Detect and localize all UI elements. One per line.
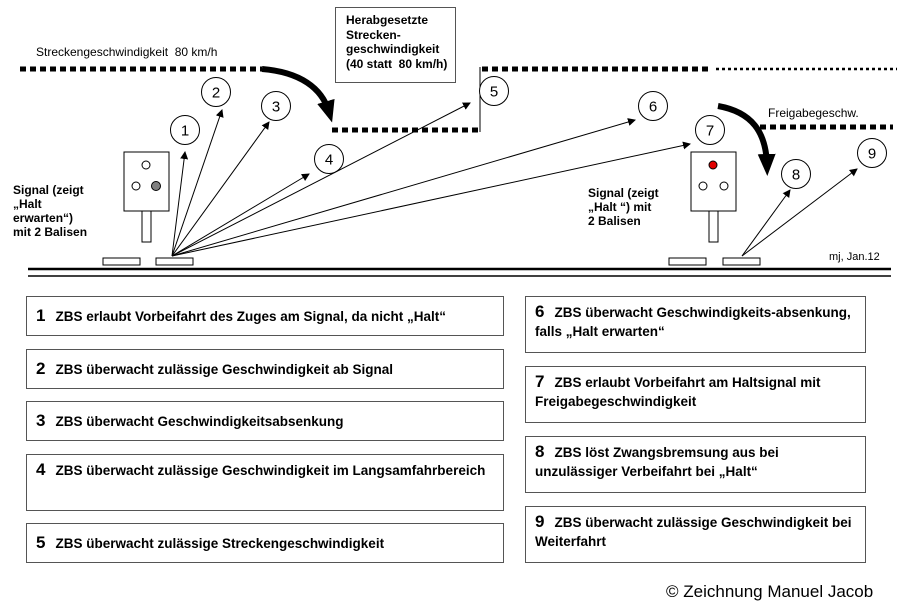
signature: mj, Jan.12 (829, 251, 880, 263)
legend-num: 5 (36, 533, 46, 552)
circle-2: 2 (201, 77, 231, 107)
arrow-1 (171, 151, 189, 257)
signal-halt-erwarten (123, 151, 170, 243)
curved-arrow-reduce (261, 66, 335, 123)
legend-text: ZBS überwacht zulässige Streckengeschwin… (55, 536, 385, 551)
signal-halt (690, 151, 737, 243)
balise-3 (668, 257, 707, 266)
legend-text: ZBS überwacht Geschwindigkeitsabsenkung (55, 414, 344, 429)
legend-num: 4 (36, 460, 46, 479)
speed-label: Streckengeschwindigkeit 80 km/h (36, 45, 218, 59)
legend-text: ZBS erlaubt Vorbeifahrt am Haltsignal mi… (535, 375, 821, 409)
legend-num: 8 (535, 442, 545, 461)
zbs-diagram: 1 2 3 4 5 6 7 8 9 (20, 66, 897, 277)
curved-arrow-release (717, 103, 776, 176)
legend-item-4: 4 ZBS überwacht zulässige Geschwindigkeit… (26, 454, 504, 511)
circle-9: 9 (857, 138, 887, 168)
balise-1 (102, 257, 141, 266)
balises (102, 257, 761, 266)
release-speed-label: Freigabegeschw. (768, 106, 859, 120)
legend-item-5: 5 ZBS überwacht zulässige Streckengeschwi… (26, 523, 504, 563)
circle-4-text: 4 (325, 152, 333, 169)
legend-num: 3 (36, 411, 46, 430)
legend-item-1: 1 ZBS erlaubt Vorbeifahrt des Zuges am Si… (26, 296, 504, 336)
circle-1: 1 (170, 115, 200, 145)
rails (28, 267, 891, 277)
lamp-right (719, 181, 729, 191)
reduced-speed-note: Herabgesetzte Strecken- geschwindigkeit … (335, 7, 456, 83)
legend-item-3: 3 ZBS überwacht Geschwindigkeitsabsenkung (26, 401, 504, 441)
balise-4 (722, 257, 761, 266)
arrow-5 (171, 102, 471, 257)
balise-2 (155, 257, 194, 266)
arrow-3 (171, 121, 270, 257)
circle-1-text: 1 (181, 123, 189, 140)
legend-num: 7 (535, 372, 545, 391)
lamp-top (141, 160, 151, 170)
circle-7: 7 (695, 115, 725, 145)
circle-5: 5 (479, 76, 509, 106)
circle-7-text: 7 (706, 123, 714, 140)
arrow-2 (171, 109, 224, 257)
legend-text: ZBS löst Zwangsbremsung aus bei unzuläss… (535, 445, 779, 479)
arrow-8 (741, 189, 791, 257)
numbered-circles: 1 2 3 4 5 6 7 8 9 (170, 76, 887, 189)
lamp-left (131, 181, 141, 191)
circle-9-text: 9 (868, 146, 876, 163)
circle-2-text: 2 (212, 85, 220, 102)
lamp-red (708, 160, 718, 170)
circle-4: 4 (314, 144, 344, 174)
circle-8: 8 (781, 159, 811, 189)
legend-num: 9 (535, 512, 545, 531)
circle-6: 6 (638, 91, 668, 121)
circle-3-text: 3 (272, 99, 280, 116)
arrow-9 (741, 168, 858, 257)
lamp-right-grey (151, 181, 161, 191)
circle-8-text: 8 (792, 167, 800, 184)
legend-text: ZBS erlaubt Vorbeifahrt des Zuges am Sig… (55, 309, 447, 324)
circle-6-text: 6 (649, 99, 657, 116)
legend-item-2: 2 ZBS überwacht zulässige Geschwindigkeit… (26, 349, 504, 389)
arrow-7 (171, 141, 691, 257)
legend-text: ZBS überwacht zulässige Geschwindigkeit … (55, 362, 394, 377)
circle-3: 3 (261, 91, 291, 121)
legend-num: 2 (36, 359, 46, 378)
lamp-left (698, 181, 708, 191)
legend-text: ZBS überwacht zulässige Geschwindigkeit … (55, 463, 486, 478)
legend-text: ZBS überwacht zulässige Geschwindigkeit … (535, 515, 852, 549)
legend-num: 6 (535, 302, 545, 321)
legend-num: 1 (36, 306, 46, 325)
speed-profile (20, 66, 897, 133)
arrow-4 (171, 173, 310, 257)
signal2-label: Signal (zeigt „Halt “) mit 2 Balisen (588, 186, 659, 228)
circle-5-text: 5 (490, 84, 498, 101)
arrow-6 (171, 118, 636, 257)
legend-text: ZBS überwacht Geschwindigkeits-absenkung… (535, 305, 851, 339)
event-arrows (171, 102, 858, 257)
copyright: © Zeichnung Manuel Jacob (666, 582, 874, 601)
signal1-label: Signal (zeigt „Halt erwarten“) mit 2 Bal… (13, 183, 88, 239)
